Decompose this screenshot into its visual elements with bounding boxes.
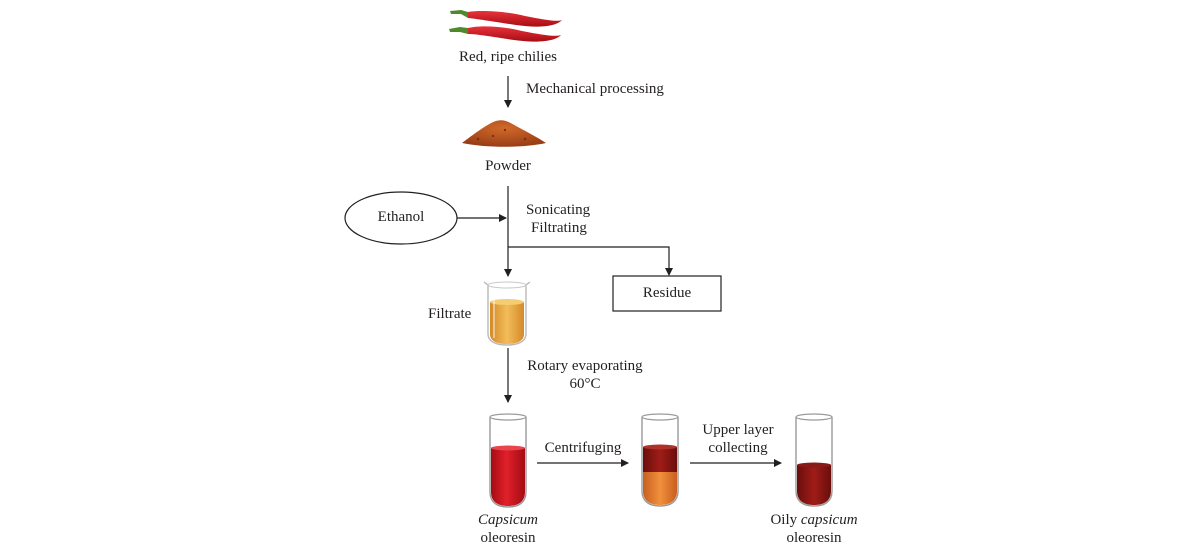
test-tube-icon [795,413,833,507]
residue-node [612,275,722,312]
test-tube-icon [489,413,527,508]
collecting-label: collecting [708,440,768,456]
beaker-icon [483,281,531,346]
test-tube-icon [641,413,679,507]
upper-layer-label: Upper layer [702,422,774,438]
oily-oleoresin-label-line1: Oily capsicum [744,511,884,530]
rotary-evaporating-label: Rotary evaporating [527,358,643,374]
arrow-to-residue [508,246,673,276]
chilies-label: Red, ripe chilies [459,49,557,65]
oily-oleoresin-label-line2: oleoresin [786,530,842,546]
chili-peppers-icon [449,10,562,42]
oleoresin-label: oleoresin [480,530,536,546]
oleoresin-label-italic: Capsicum [478,512,538,528]
sonicating-label: Sonicating [526,202,591,218]
oily-capsicum-italic: capsicum [800,512,858,528]
filtrating-label: Filtrating [531,220,587,236]
powder-pile-icon [462,120,546,147]
ethanol-label: Ethanol [377,209,425,225]
filtrate-label: Filtrate [428,306,472,322]
oily-prefix: Oily [770,512,801,528]
centrifuging-label: Centrifuging [544,440,622,456]
residue-label: Residue [642,285,692,301]
powder-label: Powder [485,158,531,174]
mechanical-processing-label: Mechanical processing [526,81,664,97]
temperature-label: 60°C [569,376,601,392]
